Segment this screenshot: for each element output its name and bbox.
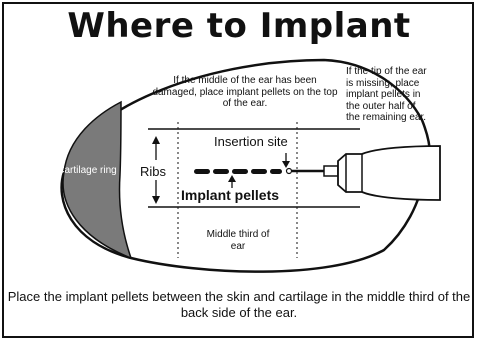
needle-hub (324, 166, 338, 176)
insertion-point (287, 169, 292, 174)
ribs-label: Ribs (140, 164, 166, 179)
middle-third-label: Middle third of ear (198, 229, 278, 253)
top-damage-note: If the middle of the ear has been damage… (150, 75, 340, 110)
insertion-site-label: Insertion site (214, 134, 288, 149)
page-title: Where to Implant (0, 6, 478, 46)
missing-tip-note: If the tip of the ear is missing, place … (346, 66, 432, 124)
implant-pellets-label: Implant pellets (181, 187, 279, 203)
implant-gun (338, 146, 440, 200)
caption: Place the implant pellets between the sk… (0, 289, 478, 321)
cartilage-ring-label: Cartilage ring (56, 165, 118, 177)
